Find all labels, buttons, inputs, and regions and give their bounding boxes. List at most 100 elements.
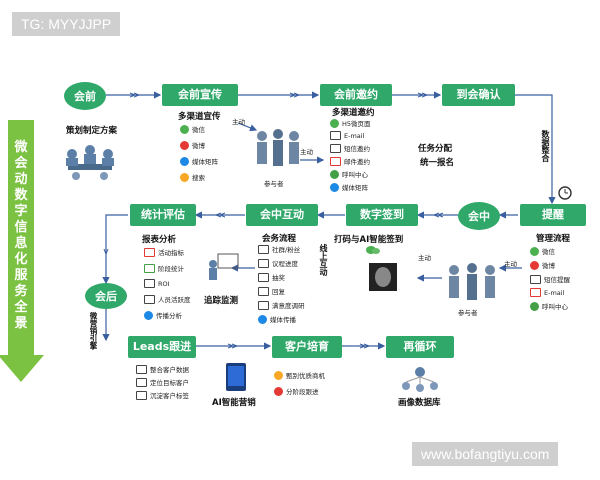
phone-device-icon [224,362,248,392]
list-item: 人员活跃度 [144,294,191,304]
portrait-network-icon [398,364,442,392]
list-item: 分阶段跟进 [274,386,325,396]
globe-icon [330,182,339,192]
hudong-list: 社群/粉丝 议程进度 抽奖 回复 满意度调研 媒体传播 [258,244,305,324]
group-icon [258,244,269,254]
list-item: 媒体传播 [258,314,305,324]
target-icon [136,377,147,387]
label-canyuzhe-2: 参与者 [458,309,478,317]
label-huaxiang: 画像数据库 [398,398,441,408]
node-zai-xunhuan: 再循环 [386,336,454,358]
label-zhudong-1: 主动 [232,118,245,126]
list-item: 阶段统计 [144,263,191,273]
node-huizhong-hudong: 会中互动 [246,204,318,226]
list-item: E-mail [530,288,570,297]
list-item: 短信提醒 [530,274,570,284]
globe-icon [258,314,267,324]
wechat-icon [180,124,189,134]
list-item: 微博 [530,260,570,270]
participants-icon [444,262,500,306]
participants-icon [252,128,304,172]
agenda-icon [258,258,269,268]
list-item: 媒体矩阵 [180,156,218,166]
face-scan-icon [368,262,398,292]
label-celue: 策划制定方案 [66,126,118,136]
database-icon [136,364,147,374]
list-item: 满意度调研 [258,300,305,310]
sms-icon [530,274,541,284]
label-zhudong-2: 主动 [300,148,313,156]
node-kehu-peiyu: 客户培育 [272,336,342,358]
list-item: 定位目标客户 [136,377,189,387]
reply-icon [258,286,269,296]
node-huihou: 会后 [85,283,127,309]
side-title: 微会动数字信息化服务全景 [14,140,28,331]
survey-icon [258,300,269,310]
list-item: 媒体矩阵 [330,182,371,192]
label-xianshang-hudong: 线上互动 [319,244,328,276]
list-item: 呼叫中心 [330,169,371,179]
phone-icon [530,301,539,311]
people-icon [144,294,155,304]
globe-icon [144,310,153,320]
list-item: 甄别优质商机 [274,370,325,380]
yaoyue-list: H5微页面 E-mail 短信邀约 邮件邀约 呼叫中心 媒体矩阵 [330,118,371,192]
list-item: 回复 [258,286,305,296]
label-daka: 打码与AI智能签到 [334,235,404,245]
alarm-clock-icon [557,184,573,200]
label-duoqudao-yaoyue: 多渠道邀约 [332,108,375,118]
list-item: 搜索 [180,172,218,182]
list-item: 社群/粉丝 [258,244,305,254]
list-item: 微信 [530,246,570,256]
node-tixing: 提醒 [520,204,586,226]
tag-icon [136,390,147,400]
label-zhuizong: 追踪监测 [204,296,239,306]
watermark-top: TG: MYYJJPP [12,12,121,36]
list-item: 议程进度 [258,258,305,268]
node-huiqian-yaoyue: 会前邀约 [320,84,392,106]
weibo-icon [180,140,189,150]
peiyu-list: 甄别优质商机 分阶段跟进 [274,370,325,396]
label-ai-yingxiao: AI智能营销 [212,398,256,408]
list-item: 整合客户数据 [136,364,189,374]
label-zhudong-4: 主动 [418,254,431,262]
wechat-icon [530,246,539,256]
list-item: ROI [144,279,191,288]
stats-icon [144,263,155,273]
label-zhudong-3: 主动 [504,260,517,268]
watermark-bottom: www.bofangtiyu.com [412,442,559,466]
label-shuju-zhenghe: 数据整合 [541,130,550,162]
list-item: 传播分析 [144,310,191,320]
tongji-list: 活动指标 阶段统计 ROI 人员活跃度 传播分析 [144,247,191,320]
list-item: 邮件邀约 [330,156,371,166]
list-item: 活动指标 [144,247,191,257]
node-leads: Leads跟进 [128,336,196,358]
chain-icon [274,370,283,380]
weibo-icon [530,260,539,270]
gift-icon [258,272,269,282]
label-baobiao: 报表分析 [142,235,177,245]
email-icon [530,288,541,297]
label-tongyi-baoming: 统一报名 [420,158,455,168]
list-item: H5微页面 [330,118,371,128]
meeting-icon [58,140,122,180]
node-huiqian: 会前 [64,82,106,110]
paw-icon [180,172,189,182]
mail-icon [330,156,341,166]
label-weiyingxiao: 微营销引擎 [89,312,98,350]
label-canyuzhe-1: 参与者 [264,180,284,188]
node-huizhong: 会中 [458,202,500,230]
list-item: 抽奖 [258,272,305,282]
phone-icon [330,169,339,179]
follow-icon [274,386,283,396]
sms-icon [330,143,341,153]
list-item: 微博 [180,140,218,150]
wechat-icon [366,246,380,254]
xuanchuan-list: 微信 微博 媒体矩阵 搜索 [180,124,218,182]
label-renwu-fenpei: 任务分配 [418,144,453,154]
node-tongji-pinggu: 统计评估 [130,204,196,226]
email-icon [330,131,341,140]
node-shuzi-qiandao: 数字签到 [346,204,418,226]
